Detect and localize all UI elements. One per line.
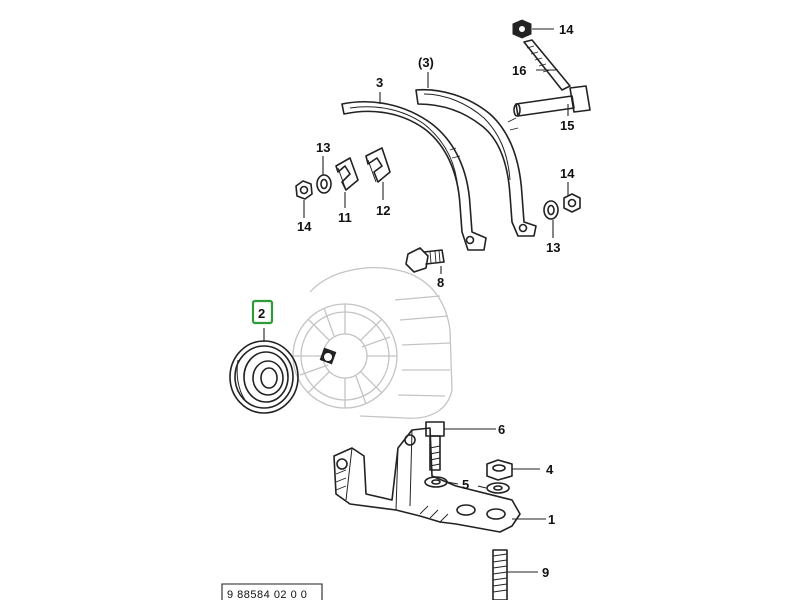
- highlight-box-part-2: [251, 299, 274, 325]
- label-14-left: 14: [297, 219, 312, 234]
- alternator: [292, 267, 453, 419]
- label-16: 16: [512, 63, 526, 78]
- nut-14-top: [512, 19, 532, 39]
- label-9: 9: [542, 565, 549, 580]
- shim-12: [365, 147, 391, 183]
- label-2: 2: [258, 306, 265, 321]
- reference-code: 9 88584 02 0 0: [227, 589, 307, 600]
- adjuster-strap-alt: [415, 88, 537, 237]
- shim-11: [335, 157, 359, 191]
- adjuster-strap: [341, 101, 487, 251]
- label-4: 4: [546, 462, 554, 477]
- reference-code-box: 9 88584 02 0 0: [221, 583, 323, 600]
- bolt-15: [513, 85, 591, 117]
- label-14-right: 14: [560, 166, 575, 181]
- washer-5b: [486, 482, 510, 494]
- bolt-8: [405, 247, 445, 273]
- bolt-6: [425, 421, 445, 471]
- label-6: 6: [498, 422, 505, 437]
- label-13-left: 13: [316, 140, 330, 155]
- label-15: 15: [560, 118, 574, 133]
- mounting-bracket: [333, 427, 521, 533]
- label-1: 1: [548, 512, 555, 527]
- pulley: [229, 340, 299, 414]
- nut-14-right: [563, 193, 581, 213]
- leader-lines: [263, 28, 569, 573]
- label-3-alt: (3): [418, 55, 434, 70]
- label-3: 3: [376, 75, 383, 90]
- label-12: 12: [376, 203, 390, 218]
- label-8: 8: [437, 275, 444, 290]
- label-5: 5: [462, 477, 469, 492]
- nut-4: [486, 459, 513, 481]
- nut-14-left: [295, 180, 313, 200]
- stud-9: [492, 549, 508, 600]
- washer-13-right: [543, 200, 559, 220]
- callout-labels: 14 16 15 3 (3) 13 14 11 12 14 13 8 2 6 4…: [258, 22, 575, 580]
- washer-13-left: [316, 174, 332, 194]
- label-13-right: 13: [546, 240, 560, 255]
- label-11: 11: [338, 210, 352, 225]
- label-14-top: 14: [559, 22, 574, 37]
- bolt-16: [523, 39, 571, 91]
